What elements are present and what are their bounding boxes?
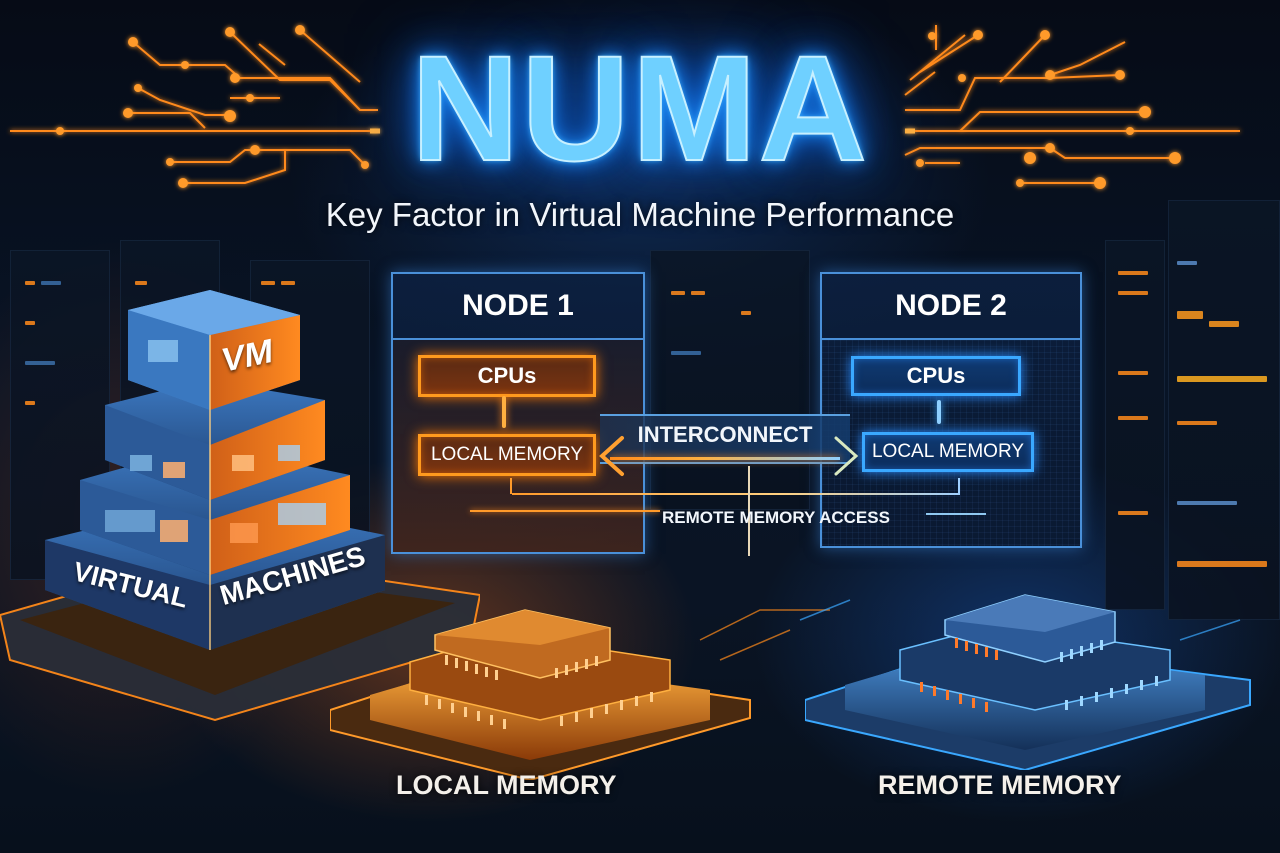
- remote-access-line-2: [470, 510, 660, 512]
- node-2-local-memory: LOCAL MEMORY: [862, 432, 1034, 472]
- local-memory-chip-label: LOCAL MEMORY: [396, 770, 617, 800]
- server-rack-icon: [1105, 240, 1165, 610]
- remote-access-line-3: [926, 513, 986, 515]
- numa-node-2: NODE 2 CPUs LOCAL MEMORY: [820, 272, 1082, 548]
- interconnect-arrow-line: [610, 457, 840, 460]
- node-2-cpus: CPUs: [851, 356, 1021, 396]
- node-1-cpus: CPUs: [418, 355, 596, 397]
- remote-access-line: [512, 493, 960, 495]
- page-subtitle: Key Factor in Virtual Machine Performanc…: [325, 196, 955, 233]
- remote-access-line-left-drop: [510, 478, 512, 494]
- node-2-cpu-memory-link: [937, 400, 941, 424]
- arrow-right-icon: [834, 436, 859, 476]
- memory-chip-icon: [330, 609, 751, 780]
- node-2-label: NODE 2: [822, 274, 1080, 340]
- memory-chip-icon: [805, 594, 1251, 770]
- server-rack-icon: [1168, 200, 1280, 620]
- remote-access-uplink: [748, 466, 750, 556]
- vm-base-board: [0, 290, 480, 722]
- remote-access-line-right-drop: [958, 478, 960, 494]
- page-title: NUMA: [410, 24, 869, 192]
- node-1-label: NODE 1: [393, 274, 643, 340]
- arrow-left-icon: [599, 436, 624, 476]
- node-1-cpu-memory-link: [502, 396, 506, 428]
- vm-stack: VM VIRTUAL MACHINES: [0, 285, 480, 725]
- remote-memory-access-label: REMOTE MEMORY ACCESS: [662, 508, 890, 527]
- interconnect-label: INTERCONNECT: [600, 414, 850, 464]
- node-1-local-memory: LOCAL MEMORY: [418, 434, 596, 476]
- remote-memory-chip-label: REMOTE MEMORY: [878, 770, 1122, 800]
- server-rack-icon: [650, 250, 810, 510]
